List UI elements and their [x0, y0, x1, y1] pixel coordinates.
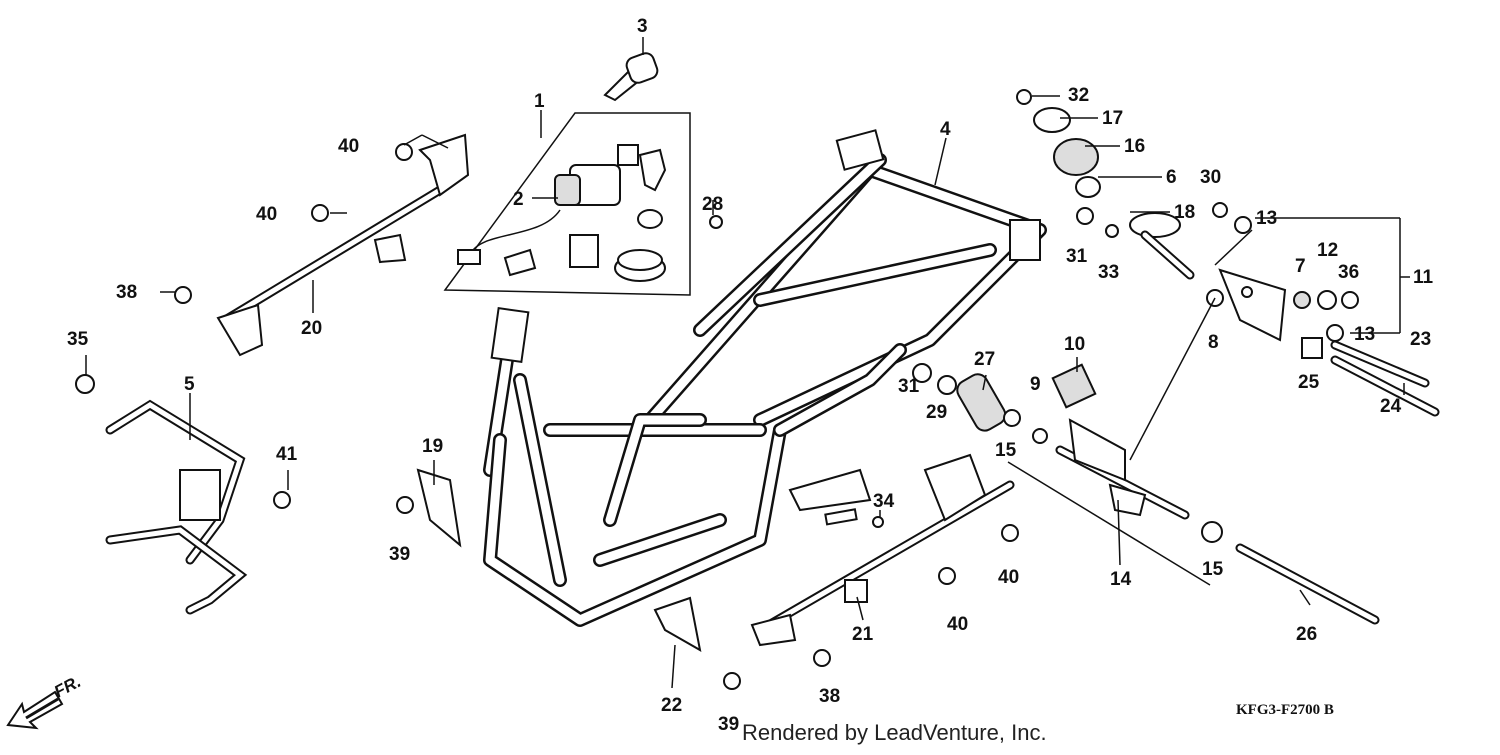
callout-11: 11 — [1413, 267, 1434, 288]
callout-31-upper: 31 — [1066, 246, 1088, 267]
drawing-code: KFG3-F2700 B — [1236, 702, 1334, 718]
callout-35: 35 — [67, 329, 89, 350]
callout-40-left: 40 — [256, 204, 277, 225]
callout-16: 16 — [1124, 136, 1145, 157]
callout-22: 22 — [661, 695, 682, 716]
key-set-box — [443, 112, 691, 296]
callout-19: 19 — [422, 436, 443, 457]
callout-17: 17 — [1102, 108, 1123, 129]
callout-26: 26 — [1296, 624, 1317, 645]
callout-13-lower: 13 — [1354, 324, 1375, 345]
main-frame[interactable] — [483, 129, 1047, 627]
key-set-parts[interactable] — [457, 144, 667, 282]
rear-cushion-parts[interactable] — [1033, 107, 1195, 280]
callout-labels: 1 2 3 4 5 6 7 8 9 10 11 12 13 13 14 15 1… — [67, 16, 1434, 735]
callout-4: 4 — [940, 119, 951, 140]
callout-40-center: 40 — [947, 614, 968, 635]
callout-28: 28 — [702, 194, 723, 215]
callout-18: 18 — [1174, 202, 1195, 223]
callout-21: 21 — [852, 624, 874, 645]
callout-14: 14 — [1110, 569, 1132, 590]
callout-9: 9 — [1030, 374, 1041, 395]
callout-39-bottom: 39 — [718, 714, 739, 735]
callout-1: 1 — [534, 91, 545, 112]
leader-lines — [85, 37, 1410, 689]
callout-23: 23 — [1410, 329, 1431, 350]
callout-40-right: 40 — [998, 567, 1019, 588]
callout-32: 32 — [1068, 85, 1089, 106]
callout-6: 6 — [1166, 167, 1177, 188]
callout-15-upper: 15 — [995, 440, 1017, 461]
callout-3: 3 — [637, 16, 648, 37]
callout-15-lower: 15 — [1202, 559, 1224, 580]
callout-24: 24 — [1380, 396, 1402, 417]
callout-5: 5 — [184, 374, 195, 395]
callout-38-bottom: 38 — [819, 686, 840, 707]
callout-33: 33 — [1098, 262, 1119, 283]
fasteners[interactable] — [75, 89, 1440, 690]
callout-20: 20 — [301, 318, 322, 339]
callout-36: 36 — [1338, 262, 1359, 283]
callout-34: 34 — [873, 491, 895, 512]
front-direction-arrow-icon: FR. — [6, 672, 84, 730]
callout-13-upper: 13 — [1256, 208, 1277, 229]
callout-30: 30 — [1200, 167, 1221, 188]
floor-bracket[interactable] — [750, 453, 1015, 647]
key-part[interactable] — [603, 51, 660, 102]
callout-2: 2 — [513, 189, 524, 210]
callout-27: 27 — [974, 349, 995, 370]
callout-29: 29 — [926, 402, 947, 423]
callout-7: 7 — [1295, 256, 1306, 277]
callout-40-top: 40 — [338, 136, 359, 157]
callout-8: 8 — [1208, 332, 1219, 353]
callout-39-left: 39 — [389, 544, 410, 565]
callout-31-lower: 31 — [898, 376, 920, 397]
engine-link[interactable] — [1218, 268, 1287, 342]
callout-25: 25 — [1298, 372, 1320, 393]
callout-12: 12 — [1317, 240, 1338, 261]
handle-bracket[interactable] — [216, 133, 470, 357]
callout-38-left: 38 — [116, 282, 137, 303]
callout-10: 10 — [1064, 334, 1085, 355]
callout-41: 41 — [276, 444, 298, 465]
render-credit: Rendered by LeadVenture, Inc. — [742, 720, 1047, 745]
engine-hanger[interactable] — [1055, 418, 1190, 520]
front-bracket[interactable] — [105, 399, 248, 615]
